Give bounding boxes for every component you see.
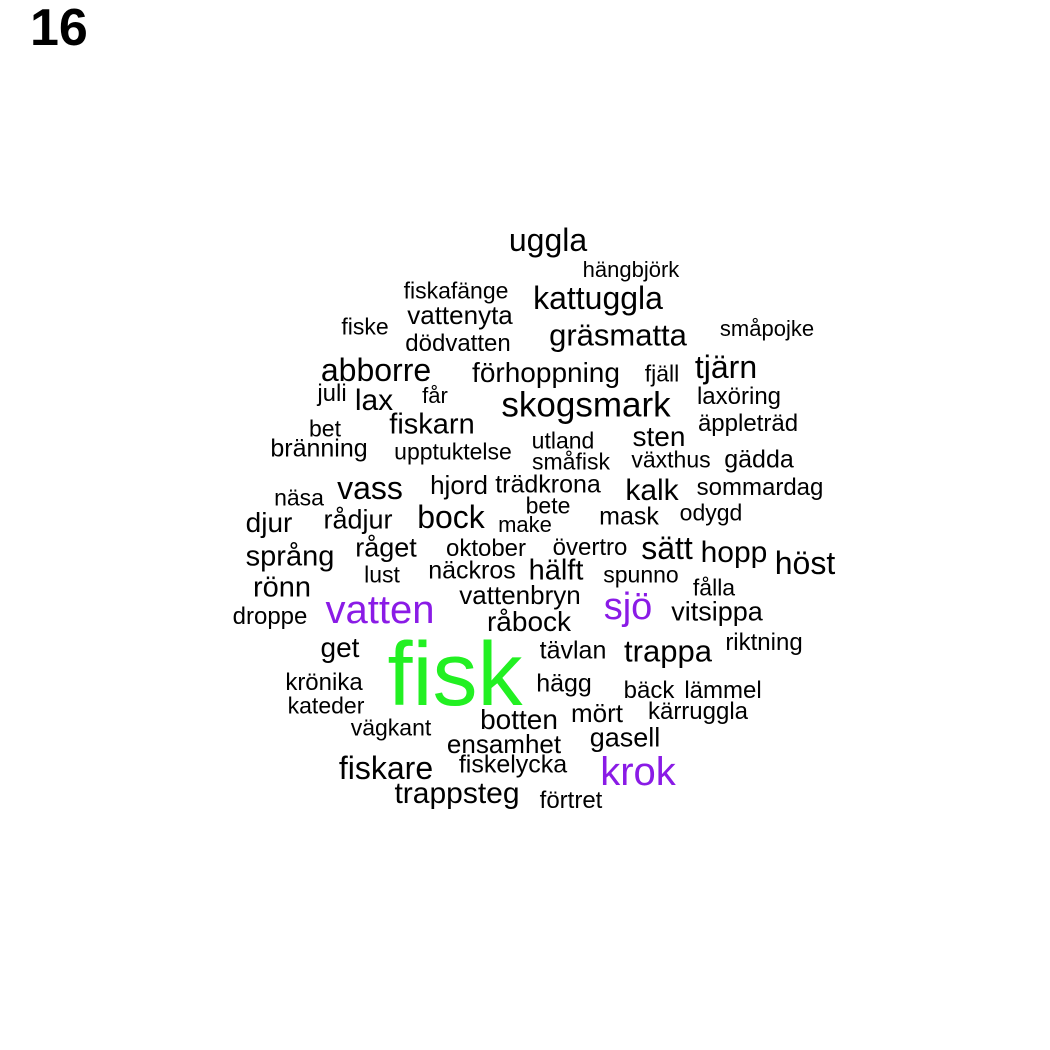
cloud-word-fisk: fisk — [387, 625, 523, 725]
cloud-word-gasell: gasell — [589, 722, 661, 753]
cloud-word-fiskarn: fiskarn — [389, 408, 475, 441]
cloud-word-forhoppning: förhoppning — [472, 357, 620, 388]
cloud-word-ronn: rönn — [252, 571, 312, 604]
cloud-word-hjord: hjord — [430, 470, 488, 500]
cloud-word-tavlan: tävlan — [539, 636, 607, 665]
figure-number: 16 — [30, 0, 88, 57]
cloud-word-kattuggla: kattuggla — [533, 280, 663, 316]
cloud-word-tradkrona: trädkrona — [495, 470, 601, 499]
cloud-word-vattenyta: vattenyta — [407, 300, 513, 330]
cloud-word-back: bäck — [623, 677, 675, 704]
cloud-word-mort: mört — [571, 698, 623, 728]
cloud-word-vass: vass — [337, 470, 403, 506]
cloud-word-gadda: gädda — [724, 445, 794, 474]
cloud-word-appletrad: äppleträd — [697, 410, 799, 437]
cloud-word-fortret: förtret — [539, 787, 603, 814]
cloud-word-satt: sätt — [641, 530, 693, 566]
cloud-word-sommardag: sommardag — [696, 474, 824, 501]
cloud-word-get: get — [320, 632, 360, 663]
cloud-word-bock: bock — [417, 499, 485, 535]
cloud-word-krok: krok — [600, 750, 676, 794]
cloud-word-fiskafange: fiskafänge — [403, 277, 509, 304]
cloud-word-djur: djur — [245, 507, 293, 538]
cloud-word-laxoring: laxöring — [696, 383, 782, 410]
cloud-word-far: får — [422, 383, 448, 408]
cloud-word-nackros: näckros — [428, 556, 516, 585]
cloud-word-fiskelycka: fiskelycka — [458, 750, 568, 779]
cloud-word-kateder: kateder — [287, 692, 365, 719]
cloud-word-droppe: droppe — [232, 603, 308, 630]
cloud-word-botten: botten — [480, 704, 558, 735]
cloud-word-kalk: kalk — [625, 474, 679, 507]
cloud-word-abborre: abborre — [320, 352, 432, 388]
cloud-word-oktober: oktober — [445, 535, 527, 562]
cloud-word-overtro: övertro — [552, 534, 628, 561]
cloud-word-radjur: rådjur — [323, 504, 393, 535]
cloud-word-vatten: vatten — [325, 588, 435, 632]
cloud-word-hangbjork: hängbjörk — [582, 257, 680, 282]
cloud-word-spunno: spunno — [603, 561, 679, 588]
cloud-word-lax: lax — [354, 384, 394, 417]
cloud-word-skogsmark: skogsmark — [501, 385, 671, 425]
cloud-word-raget: råget — [355, 532, 417, 563]
cloud-word-mask: mask — [599, 502, 659, 531]
cloud-word-fiske: fiske — [341, 313, 389, 340]
cloud-word-ensamhet: ensamhet — [446, 729, 562, 759]
cloud-word-hagg: hägg — [536, 669, 592, 698]
cloud-word-fjall: fjäll — [644, 360, 680, 387]
cloud-word-make: make — [498, 512, 552, 537]
cloud-word-sjo: sjö — [603, 586, 653, 628]
cloud-word-lust: lust — [364, 561, 400, 588]
cloud-word-utland: utland — [531, 427, 595, 454]
cloud-word-branning: bränning — [270, 434, 368, 463]
cloud-word-odygd: odygd — [679, 499, 743, 526]
cloud-word-karruggla: kärruggla — [647, 698, 749, 725]
cloud-word-dodvatten: dödvatten — [405, 330, 511, 357]
cloud-word-bete: bete — [525, 492, 571, 519]
cloud-word-smapojke: småpojke — [719, 316, 815, 341]
cloud-word-vattenbryn: vattenbryn — [459, 580, 581, 610]
cloud-word-lammel: lämmel — [684, 677, 762, 704]
cloud-word-sprang: språng — [245, 540, 335, 573]
cloud-word-trappsteg: trappsteg — [394, 777, 520, 810]
cloud-word-tjarn: tjärn — [694, 349, 758, 385]
cloud-word-fiskare: fiskare — [338, 750, 434, 786]
cloud-word-vagkant: vägkant — [350, 714, 432, 741]
cloud-word-nasa: näsa — [274, 484, 324, 511]
cloud-word-riktning: riktning — [725, 629, 803, 656]
cloud-word-upptuktelse: upptuktelse — [394, 438, 512, 465]
cloud-word-vitsippa: vitsippa — [671, 596, 763, 627]
cloud-word-juli: juli — [317, 380, 347, 407]
cloud-word-trappa: trappa — [624, 633, 712, 669]
cloud-word-rabock: råbock — [486, 606, 572, 637]
cloud-word-vaxthus: växthus — [631, 446, 711, 473]
cloud-word-kronika: krönika — [285, 669, 363, 696]
cloud-word-uggla: uggla — [508, 222, 588, 258]
cloud-word-bet: bet — [309, 415, 341, 442]
cloud-word-grasmatta: gräsmatta — [549, 317, 687, 353]
cloud-word-smafisk: småfisk — [532, 448, 610, 475]
cloud-word-hopp: hopp — [700, 536, 768, 569]
cloud-word-halft: hälft — [528, 554, 584, 587]
cloud-word-falla: fålla — [692, 574, 736, 601]
cloud-word-sten: sten — [632, 421, 686, 452]
cloud-word-host: höst — [774, 545, 836, 581]
